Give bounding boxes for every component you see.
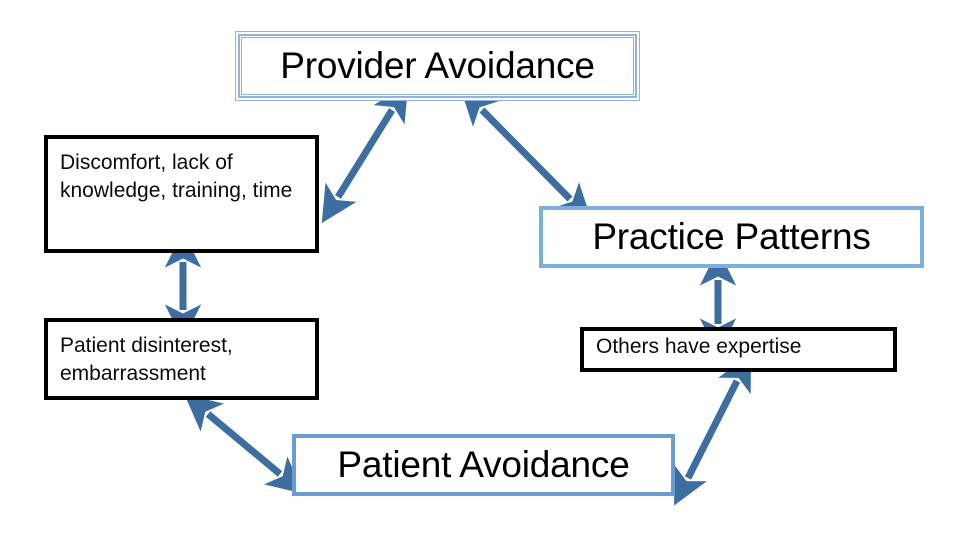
node-provider-avoidance[interactable]: Provider Avoidance <box>235 31 640 101</box>
node-label-others-expertise: Others have expertise <box>596 334 802 358</box>
node-others-expertise[interactable]: Others have expertise <box>580 327 897 372</box>
node-label-patient-avoidance: Patient Avoidance <box>337 443 630 485</box>
node-patient-disinterest[interactable]: Patient disinterest, embarrassment <box>44 318 319 400</box>
node-discomfort[interactable]: Discomfort, lack of knowledge, training,… <box>44 135 319 253</box>
node-label-discomfort: Discomfort, lack of knowledge, training,… <box>60 151 293 202</box>
provider-avoidance-frame-outer: Provider Avoidance <box>238 34 637 98</box>
connector-others-expertise-patient-avoidance <box>674 353 751 506</box>
connector-provider-avoidance-discomfort <box>321 83 409 224</box>
connector-patient-disinterest-patient-avoidance <box>184 394 304 494</box>
connector-provider-avoidance-practice-patterns <box>460 88 592 221</box>
node-patient-avoidance[interactable]: Patient Avoidance <box>292 434 675 496</box>
node-label-practice-patterns: Practice Patterns <box>592 215 871 257</box>
provider-avoidance-frame-inner: Provider Avoidance <box>241 37 634 95</box>
node-label-patient-disinterest: Patient disinterest, embarrassment <box>60 334 233 385</box>
node-label-provider-avoidance: Provider Avoidance <box>280 44 595 86</box>
node-practice-patterns[interactable]: Practice Patterns <box>539 206 924 268</box>
